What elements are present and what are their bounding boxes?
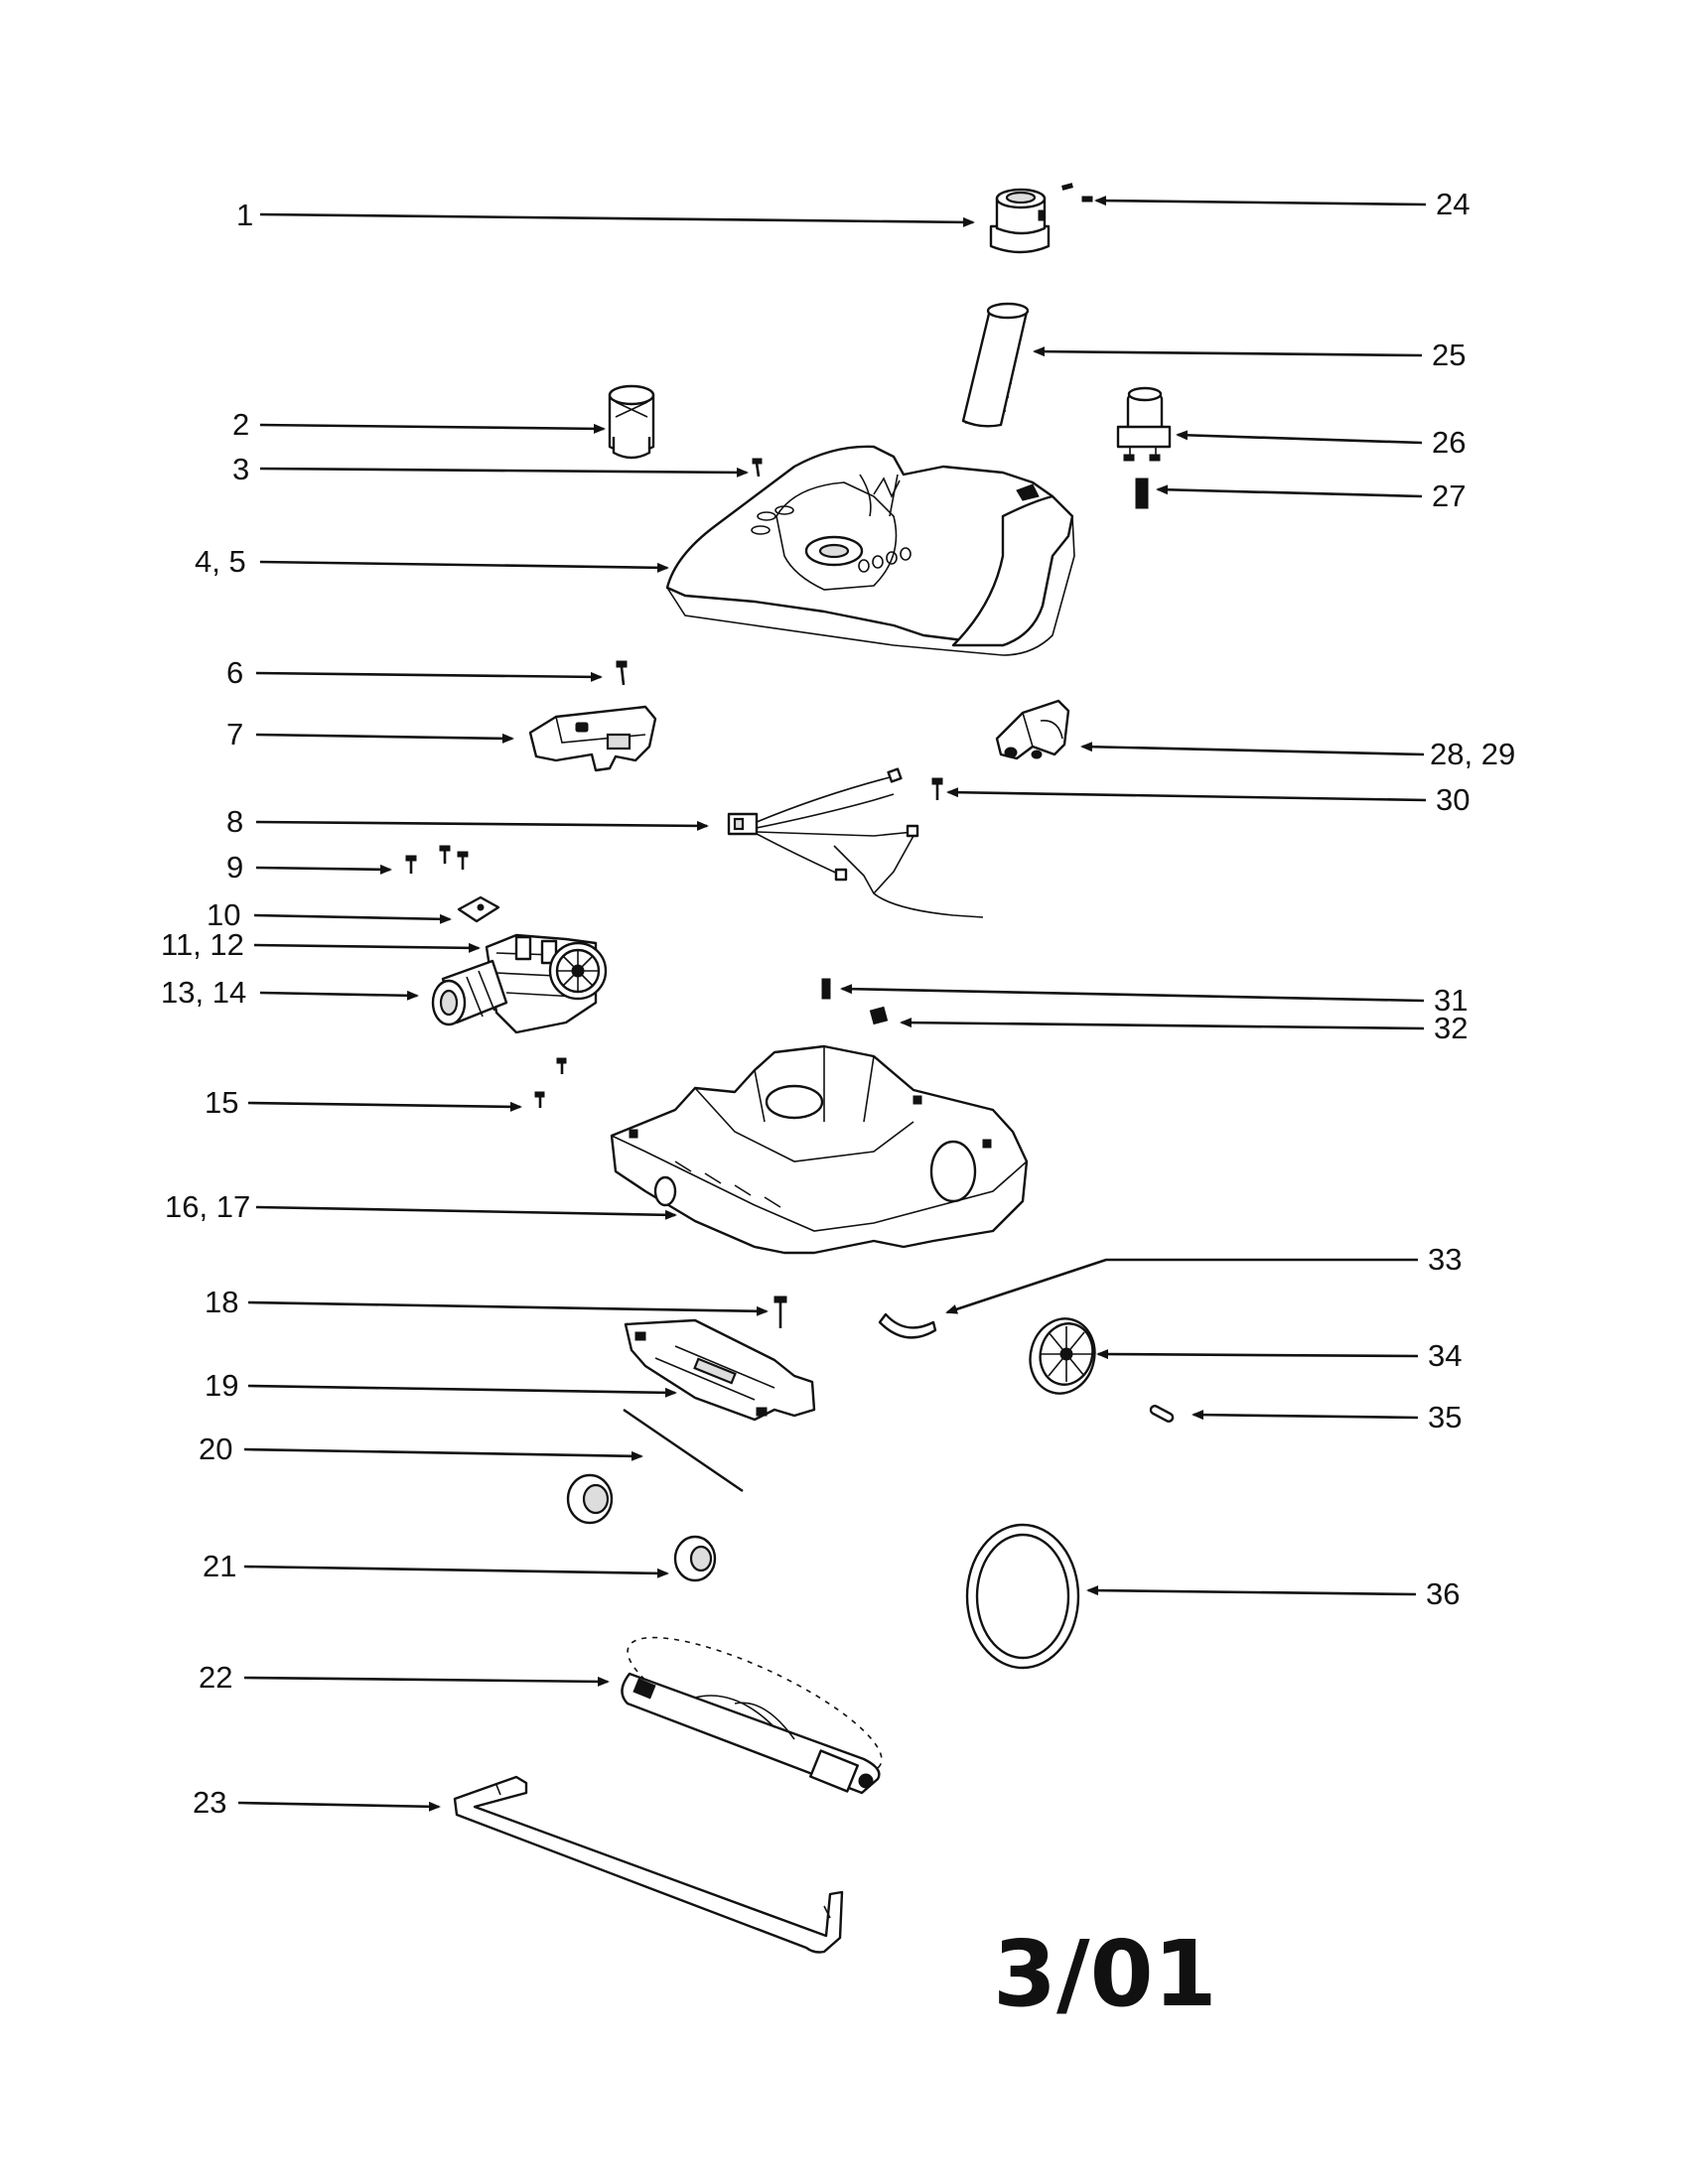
- leader-31: [840, 984, 1425, 1003]
- part-33-clip: [878, 1312, 937, 1339]
- callout-24: 24: [1436, 187, 1470, 221]
- part-35-axle: [1149, 1405, 1175, 1423]
- callout-6: 6: [226, 655, 243, 690]
- callout-34: 34: [1428, 1338, 1462, 1373]
- callout-31: 31: [1434, 983, 1468, 1018]
- callout-8: 8: [226, 804, 243, 839]
- part-10-plate: [457, 895, 500, 923]
- callout-15: 15: [205, 1085, 238, 1120]
- leader-2: [259, 423, 606, 434]
- callout-10: 10: [207, 897, 240, 932]
- leader-21: [243, 1565, 669, 1578]
- parts: [405, 183, 1175, 1954]
- callout-18: 18: [205, 1285, 238, 1319]
- callout-20: 20: [199, 1432, 232, 1466]
- callout-3: 3: [232, 452, 249, 486]
- part-19-bottom-plate: [624, 1318, 816, 1422]
- part-6-screw: [616, 660, 628, 686]
- leader-30: [946, 787, 1427, 802]
- callout-33: 33: [1428, 1242, 1462, 1277]
- leader-26: [1176, 430, 1423, 445]
- part-24-pin: [1061, 183, 1093, 203]
- leader-19: [247, 1384, 677, 1398]
- part-15-screws: [534, 1057, 567, 1108]
- part-28-29-bracket: [995, 699, 1070, 760]
- leader-27: [1156, 484, 1423, 498]
- leader-25: [1033, 346, 1423, 357]
- callout-30: 30: [1436, 782, 1470, 817]
- date-stamp: 3/01: [993, 1921, 1217, 2027]
- part-32-bumper: [869, 1006, 889, 1025]
- leader-3: [259, 467, 749, 478]
- callout-labels: 1 2 3 4, 5 6 7 8 9 10 11, 12 13, 14 15 1…: [161, 187, 1515, 1820]
- leader-32: [900, 1018, 1425, 1030]
- part-11-14-motor: [431, 933, 608, 1034]
- leader-11-12: [253, 942, 481, 953]
- part-1-hose-cuff: [989, 188, 1051, 254]
- leader-28-29: [1080, 742, 1425, 756]
- callout-2: 2: [232, 407, 249, 442]
- callout-28-29: 28, 29: [1430, 737, 1515, 771]
- leader-24: [1094, 196, 1427, 206]
- callout-7: 7: [226, 717, 243, 751]
- leader-20: [243, 1447, 643, 1461]
- leader-9: [255, 864, 392, 875]
- part-18-screw: [773, 1296, 787, 1328]
- part-34-wheel: [1029, 1317, 1096, 1395]
- leader-15: [247, 1101, 522, 1112]
- callout-16-17: 16, 17: [165, 1189, 250, 1224]
- part-36-belt: [965, 1523, 1080, 1670]
- callout-32: 32: [1434, 1011, 1468, 1045]
- callout-27: 27: [1432, 478, 1466, 513]
- callout-4-5: 4, 5: [195, 544, 246, 579]
- part-16-17-base: [610, 1044, 1029, 1255]
- leader-16-17: [255, 1205, 677, 1220]
- part-22-brushroll: [621, 1636, 883, 1795]
- callout-21: 21: [203, 1549, 236, 1583]
- leader-10: [253, 913, 452, 924]
- callout-11-12: 11, 12: [161, 927, 244, 962]
- part-23-bumper-rail: [453, 1775, 844, 1954]
- callout-22: 22: [199, 1660, 232, 1695]
- leader-18: [247, 1300, 769, 1316]
- part-9-screws: [405, 845, 469, 874]
- part-8-wiring-harness: [727, 767, 984, 918]
- leader-35: [1192, 1410, 1419, 1421]
- part-25-coiled-hose: [961, 302, 1030, 428]
- leader-1: [259, 212, 975, 227]
- leader-4-5: [259, 560, 669, 573]
- leader-6: [255, 671, 603, 682]
- callout-19: 19: [205, 1368, 238, 1403]
- leader-22: [243, 1676, 610, 1687]
- leader-lines: [237, 196, 1427, 1812]
- callout-25: 25: [1432, 338, 1466, 372]
- leader-36: [1086, 1585, 1417, 1596]
- callout-35: 35: [1428, 1400, 1462, 1434]
- part-2-cap: [608, 384, 655, 460]
- callout-26: 26: [1432, 425, 1466, 460]
- callout-23: 23: [193, 1785, 226, 1820]
- part-4-5-hood: [665, 445, 1075, 656]
- part-27-spring: [1135, 478, 1149, 509]
- leader-23: [237, 1801, 441, 1812]
- part-7-switch-housing: [528, 705, 657, 772]
- leader-7: [255, 733, 514, 744]
- ribs: [674, 1160, 781, 1208]
- part-30-screw: [931, 777, 943, 800]
- leader-33: [945, 1258, 1418, 1314]
- part-31-spring: [821, 978, 831, 1000]
- callout-9: 9: [226, 850, 243, 885]
- vent-slots: [751, 505, 912, 573]
- part-3-screw: [752, 458, 763, 478]
- callout-13-14: 13, 14: [161, 975, 246, 1010]
- part-26-switch: [1116, 386, 1172, 462]
- leader-34: [1096, 1349, 1419, 1360]
- callout-1: 1: [236, 198, 253, 232]
- callout-36: 36: [1426, 1576, 1460, 1611]
- part-20-shaft: [623, 1409, 744, 1492]
- leader-8: [255, 820, 709, 831]
- part-21-end-caps: [566, 1473, 717, 1582]
- leader-13-14: [259, 990, 419, 1001]
